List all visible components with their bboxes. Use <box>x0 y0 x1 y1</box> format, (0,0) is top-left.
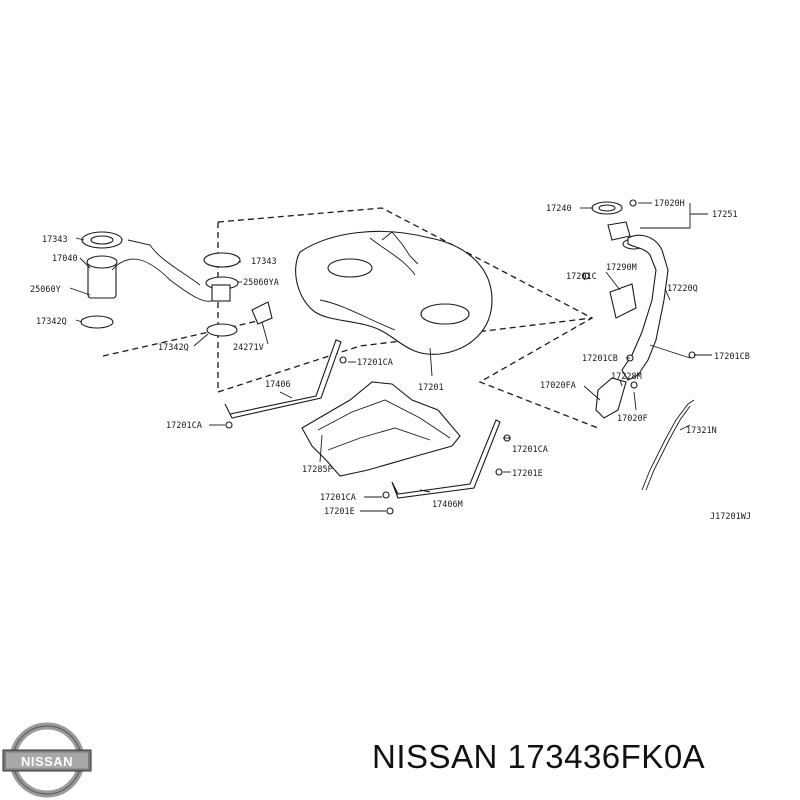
label-17285p: 17285P <box>302 465 333 475</box>
diagram-code: J17201WJ <box>710 512 751 522</box>
tank-strap-left-part[interactable] <box>224 339 342 419</box>
label-17201e-1: 17201E <box>324 507 355 517</box>
label-25060ya: 25060YA <box>243 278 279 288</box>
label-17201cb-1: 17201CB <box>582 354 618 364</box>
tank-strap-right-part[interactable] <box>391 419 501 499</box>
label-17343-left: 17343 <box>42 235 68 245</box>
label-17406: 17406 <box>265 380 291 390</box>
label-17342q-left: 17342Q <box>36 317 67 327</box>
label-17020h: 17020H <box>654 199 685 209</box>
label-17201ca-4: 17201CA <box>512 445 548 455</box>
logo-wordmark: NISSAN <box>21 754 73 769</box>
heat-shield-part[interactable] <box>301 381 461 477</box>
label-17251: 17251 <box>712 210 738 220</box>
label-17201ca-2: 17201CA <box>166 421 202 431</box>
label-17201ca-1: 17201CA <box>357 358 393 368</box>
label-17240: 17240 <box>546 204 572 214</box>
filler-neck-part[interactable] <box>595 234 695 491</box>
label-17201e-2: 17201E <box>512 469 543 479</box>
label-17406m: 17406M <box>432 500 463 510</box>
label-17201cb-2: 17201CB <box>714 352 750 362</box>
fuel-tank-part[interactable] <box>295 230 493 355</box>
label-17201: 17201 <box>418 383 444 393</box>
fuel-pump-module-part[interactable] <box>80 231 215 329</box>
part-labels: 17343 17040 25060Y 17342Q 17343 25060YA … <box>30 199 751 522</box>
label-24271v: 24271V <box>233 343 264 353</box>
label-17290m: 17290M <box>606 263 637 273</box>
label-25060y: 25060Y <box>30 285 61 295</box>
pump-group-dashed-outline <box>102 319 263 357</box>
label-17020fa: 17020FA <box>540 381 576 391</box>
label-17220q: 17220Q <box>667 284 698 294</box>
tank-group-dashed-outline <box>217 207 599 429</box>
label-17201ca-3: 17201CA <box>320 493 356 503</box>
label-17343-mid: 17343 <box>251 257 277 267</box>
clip-bolts <box>225 199 696 515</box>
sender-unit-part[interactable] <box>203 252 273 337</box>
label-17321n: 17321N <box>686 426 717 436</box>
label-17342q-mid: 17342Q <box>158 343 189 353</box>
label-17040: 17040 <box>52 254 78 264</box>
label-17228m: 17228M <box>611 372 642 382</box>
part-number-caption: NISSAN 173436FK0A <box>372 738 706 775</box>
leader-lines <box>69 202 712 512</box>
nissan-logo: NISSAN <box>2 722 92 798</box>
label-17020f: 17020F <box>617 414 648 424</box>
label-17201c: 17201C <box>566 272 597 282</box>
